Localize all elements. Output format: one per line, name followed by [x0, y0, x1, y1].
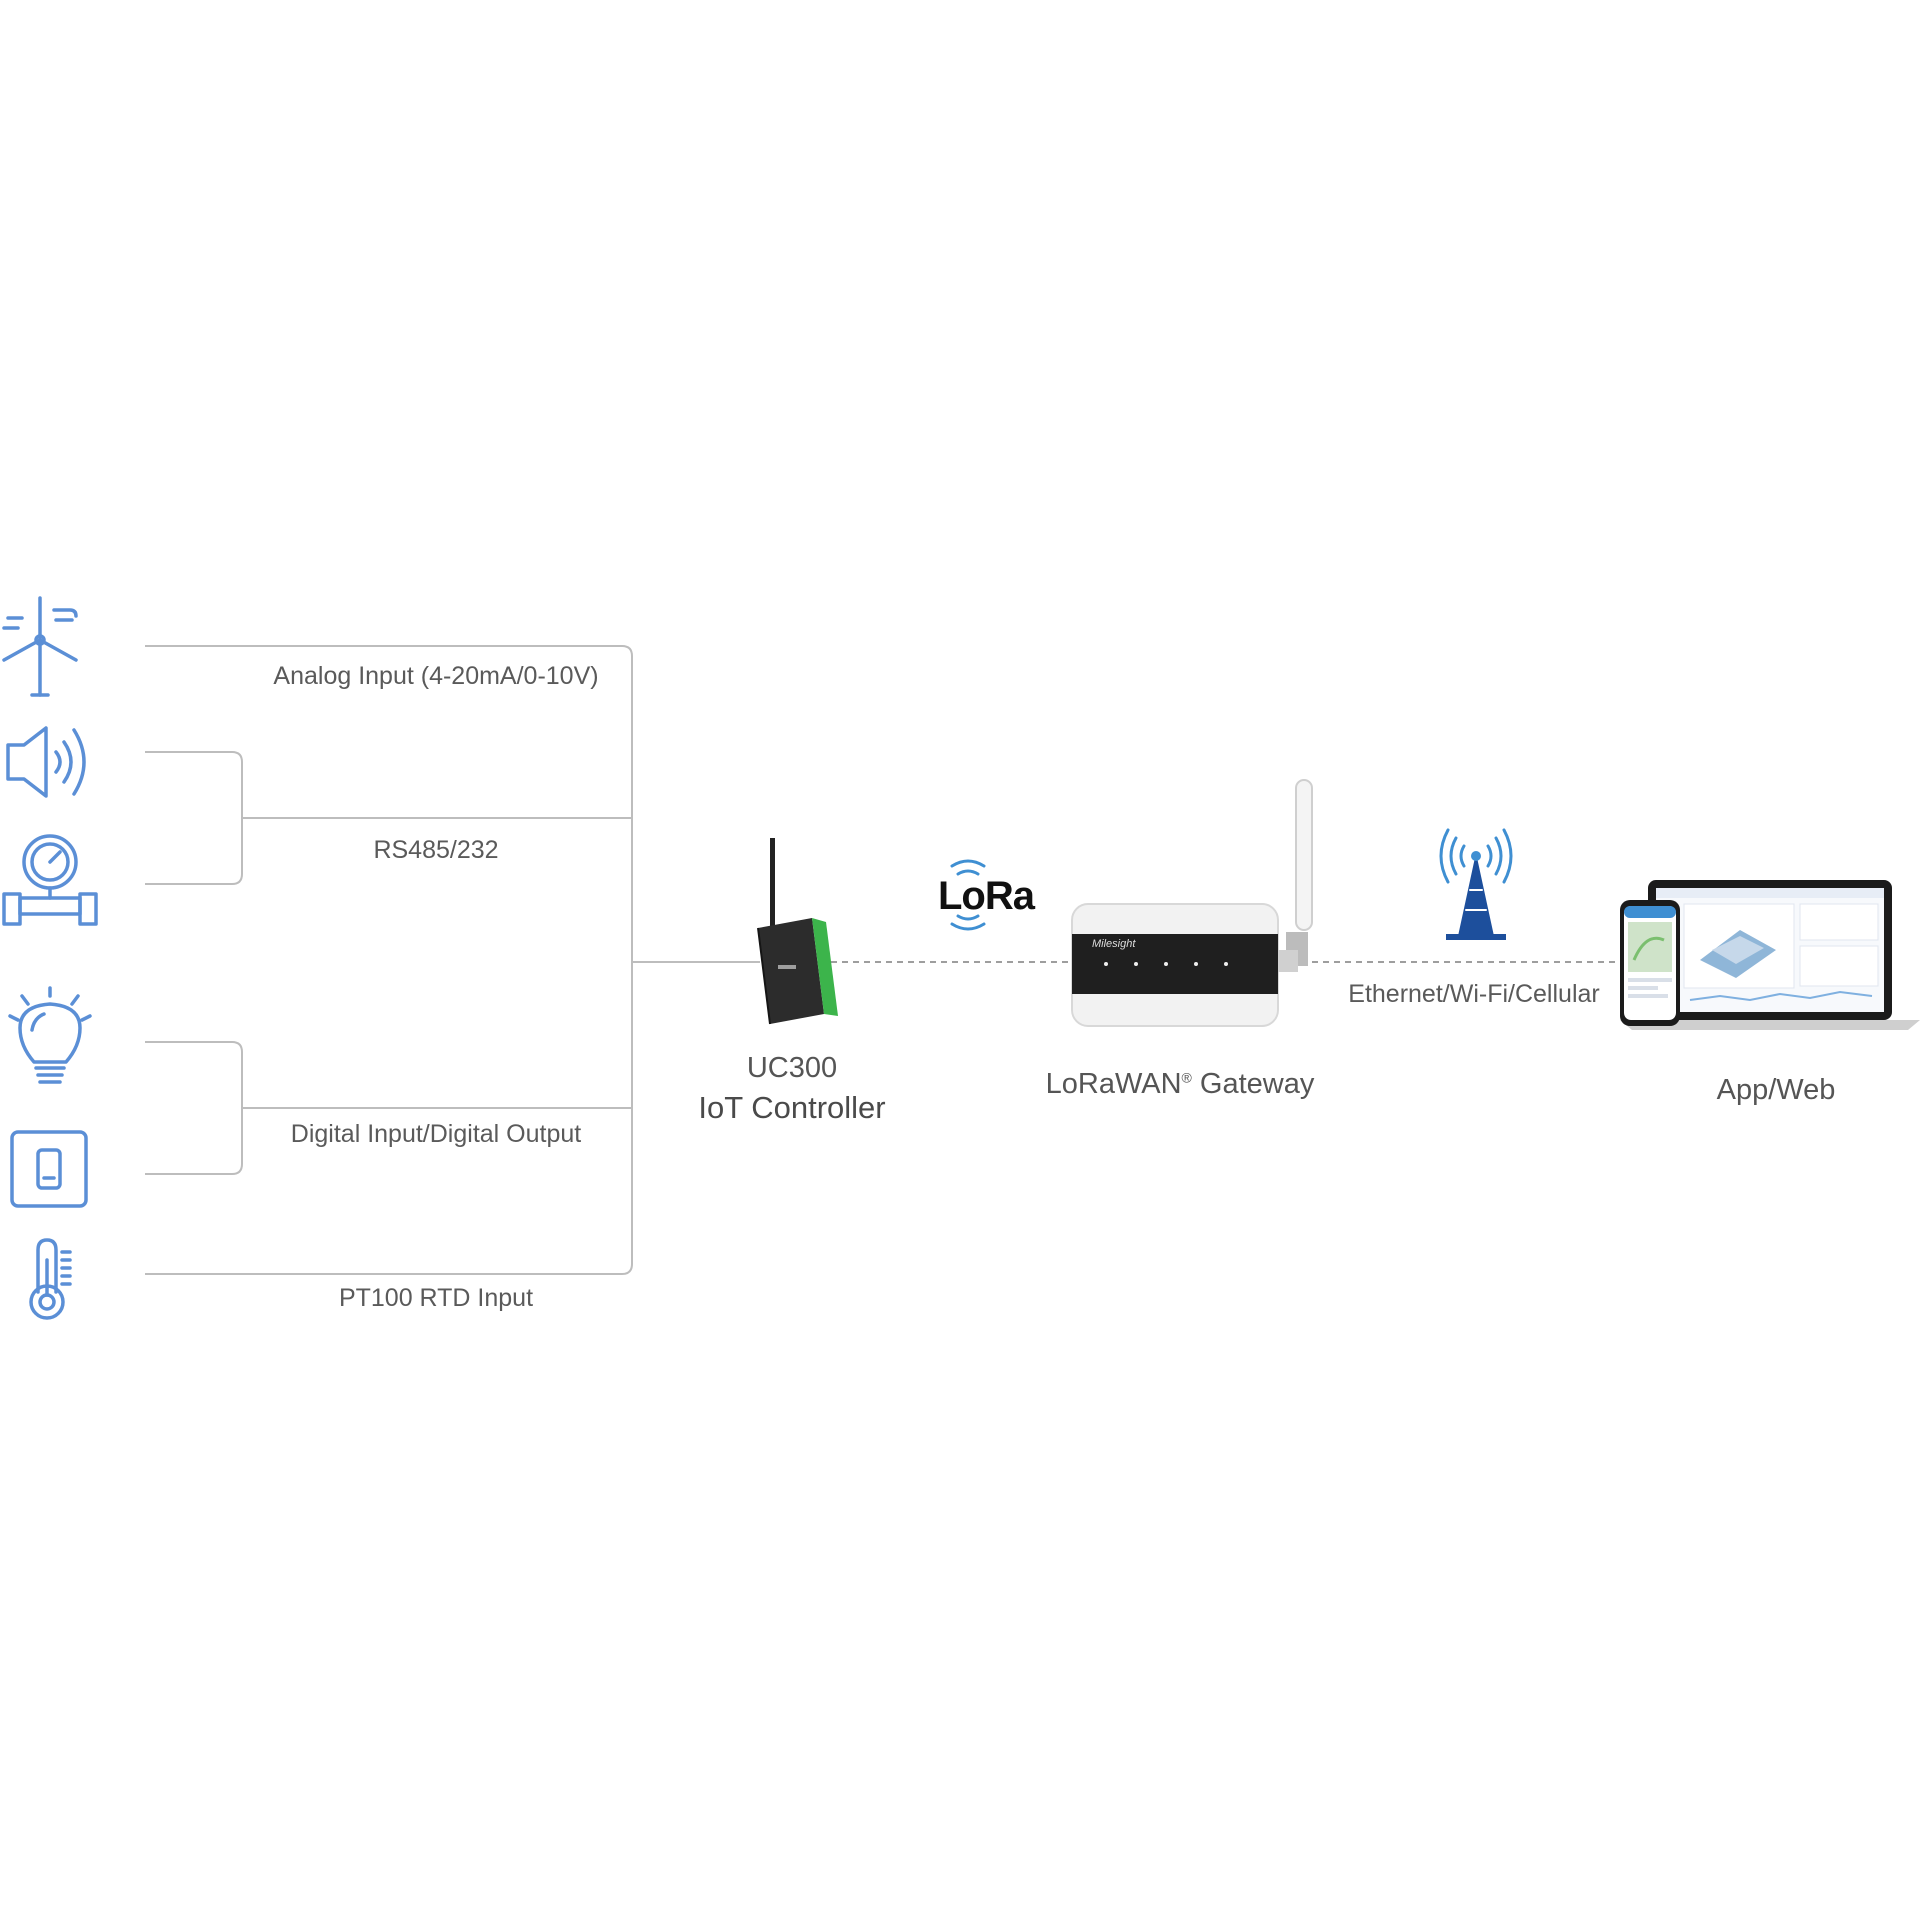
uc300-controller-device: [757, 838, 838, 1025]
pressure-gauge-icon: [2, 834, 98, 926]
pt100-label: PT100 RTD Input: [338, 1284, 534, 1312]
wind-turbine-icon: [2, 596, 78, 697]
app-web-label: App/Web: [1716, 1074, 1836, 1106]
gateway-label: LoRaWAN® Gateway: [1046, 1068, 1315, 1101]
gateway-name-suffix: Gateway: [1191, 1068, 1315, 1100]
speaker-icon: [6, 726, 86, 798]
analog-input-label: Analog Input (4-20mA/0-10V): [273, 662, 599, 690]
light-bulb-icon: [8, 986, 92, 1084]
controller-antenna: [770, 838, 775, 928]
laptop-phone-dashboard-icon: [1620, 880, 1920, 1030]
controller-name-label: IoT Controller: [698, 1090, 886, 1125]
rs485-label: RS485/232: [373, 836, 499, 864]
gateway-brand-label: Milesight: [1092, 938, 1136, 950]
gateway-name-prefix: LoRaWAN: [1045, 1068, 1182, 1100]
lora-signal-icon: [950, 859, 986, 931]
switch-icon: [10, 1130, 88, 1208]
digital-bracket: [145, 1041, 243, 1175]
analog-pt100-bracket: [145, 645, 633, 1275]
gateway-antenna: [1295, 779, 1313, 931]
controller-model-label: UC300: [746, 1052, 838, 1084]
registered-mark: ®: [1181, 1069, 1192, 1086]
network-label: Ethernet/Wi-Fi/Cellular: [1348, 980, 1600, 1008]
connection-lines: [145, 645, 760, 1275]
rs485-bracket: [145, 751, 243, 885]
lorawan-gateway-device: [1071, 779, 1313, 1027]
thermometer-icon: [29, 1238, 72, 1320]
cell-tower-icon: [1439, 828, 1513, 940]
lora-logo: LoRa: [938, 874, 1035, 918]
digital-io-label: Digital Input/Digital Output: [290, 1120, 582, 1148]
